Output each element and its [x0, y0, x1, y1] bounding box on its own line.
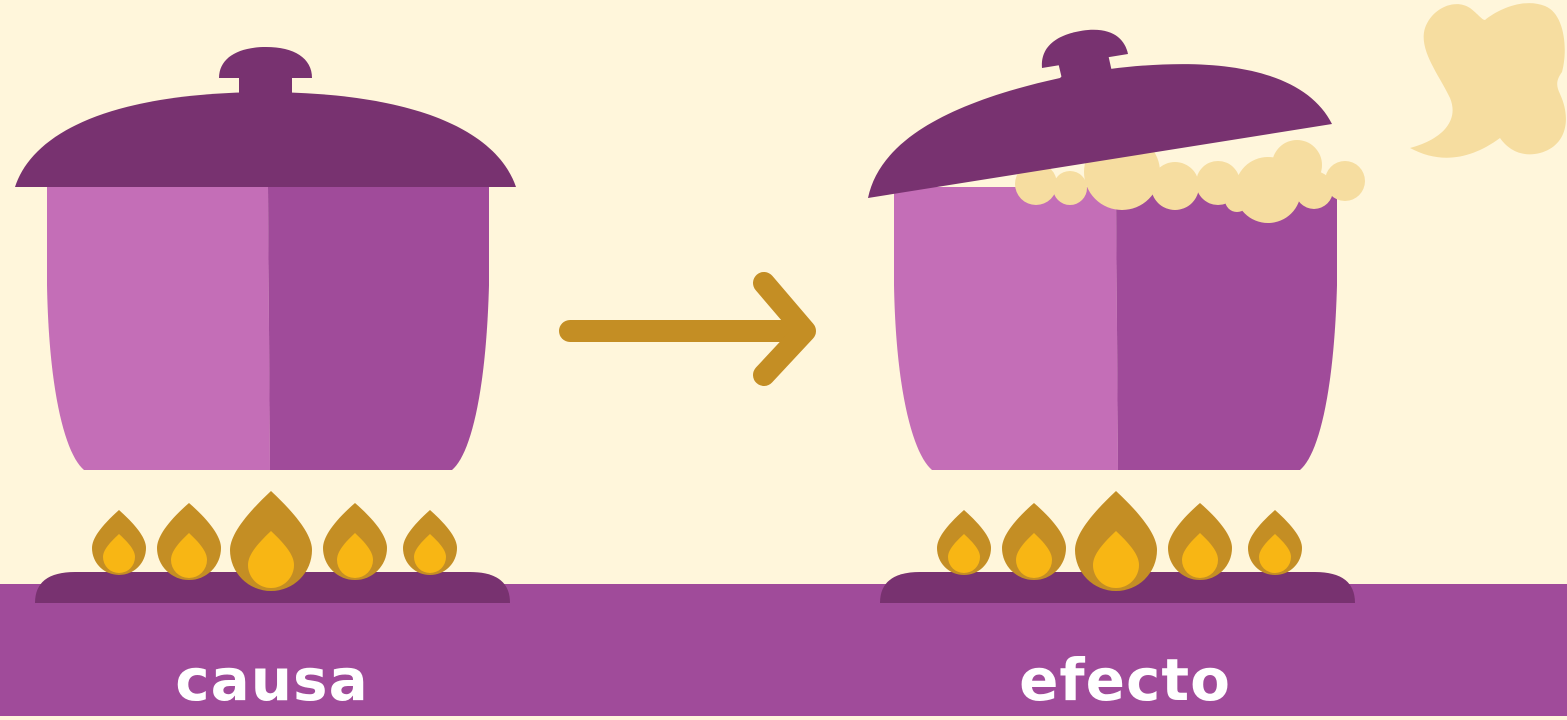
cause-lid-knob [219, 47, 312, 78]
effect-pot-body-dark [1116, 187, 1337, 470]
gas-flame-icon [323, 503, 387, 580]
effect-label: efecto [925, 640, 1325, 720]
gas-flame-icon [1002, 503, 1066, 580]
gas-flame-icon [937, 510, 991, 575]
gas-flame-icon [157, 503, 221, 580]
gas-flame-icon [1075, 491, 1157, 591]
gas-flame-icon [230, 491, 312, 591]
cause-pot-body-dark [268, 187, 489, 470]
gas-flame-icon [403, 510, 457, 575]
effect-pot-body-light [894, 187, 1118, 470]
cause-label: causa [72, 640, 472, 720]
cause-pot-lid [15, 92, 516, 187]
cause-pot-body-light [47, 187, 270, 470]
gas-flame-icon [92, 510, 146, 575]
effect-pot-group [868, 30, 1365, 603]
gas-flame-icon [1168, 503, 1232, 580]
cause-pot-group [15, 47, 516, 603]
cause-lid-stem [239, 76, 292, 93]
right-arrow-icon [570, 283, 805, 375]
gas-flame-icon [1248, 510, 1302, 575]
steam-cloud-icon [1410, 3, 1566, 158]
